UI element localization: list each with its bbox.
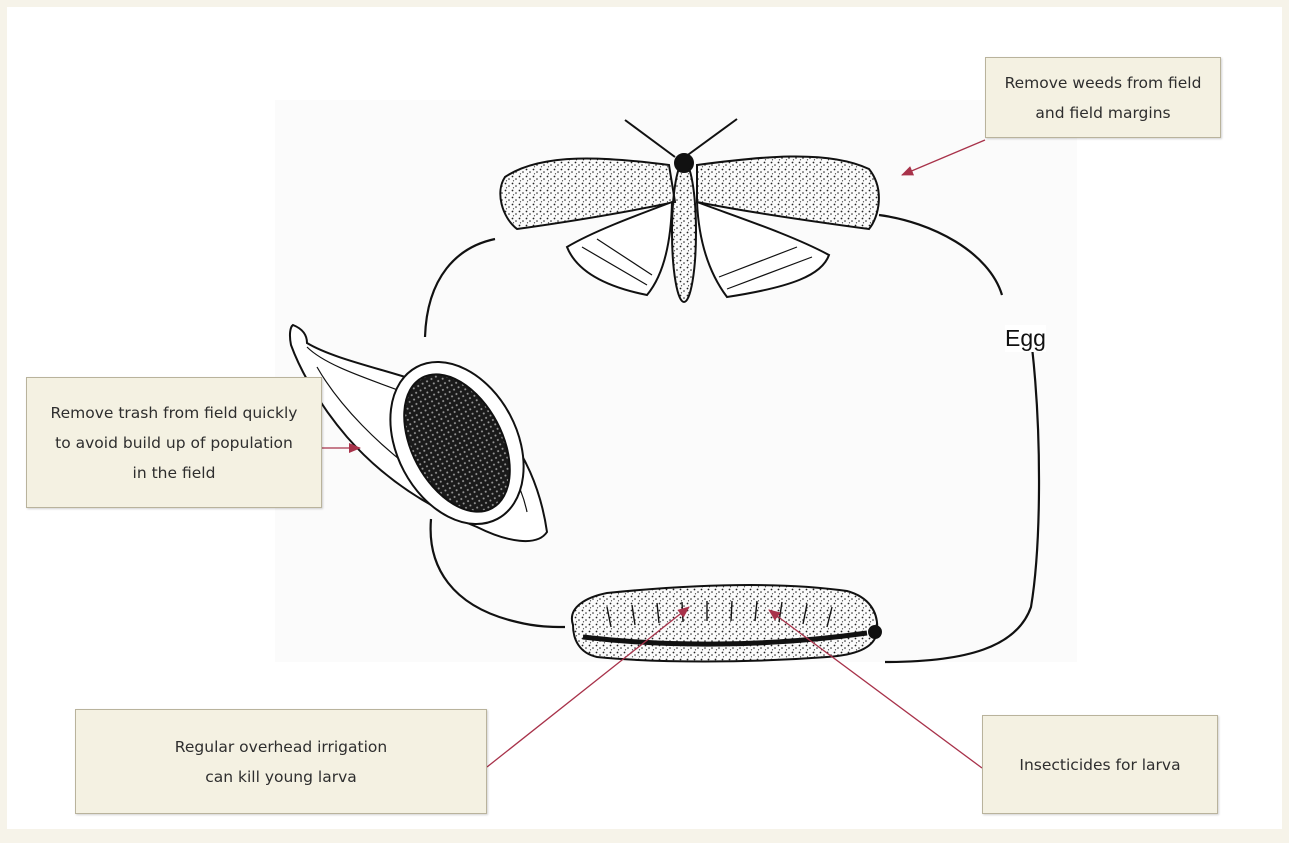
callout-text: Insecticides for larva — [1019, 750, 1180, 780]
callout-text: to avoid build up of population — [51, 428, 298, 458]
callout-text: Remove trash from field quickly — [51, 398, 298, 428]
callout-text: Remove weeds from field — [1005, 68, 1202, 98]
callout-trash: Remove trash from field quickly to avoid… — [26, 377, 322, 508]
callout-text: and field margins — [1005, 98, 1202, 128]
egg-stage-label: Egg — [1005, 325, 1046, 352]
callout-text: Regular overhead irrigation — [175, 732, 387, 762]
callout-weeds: Remove weeds from field and field margin… — [985, 57, 1221, 138]
callout-insecticides: Insecticides for larva — [982, 715, 1218, 814]
diagram-page: Egg Remove weeds from field and field ma… — [7, 7, 1282, 829]
callout-text: can kill young larva — [175, 762, 387, 792]
callout-irrigation: Regular overhead irrigation can kill you… — [75, 709, 487, 814]
callout-text: in the field — [51, 458, 298, 488]
larva-icon — [572, 585, 881, 661]
